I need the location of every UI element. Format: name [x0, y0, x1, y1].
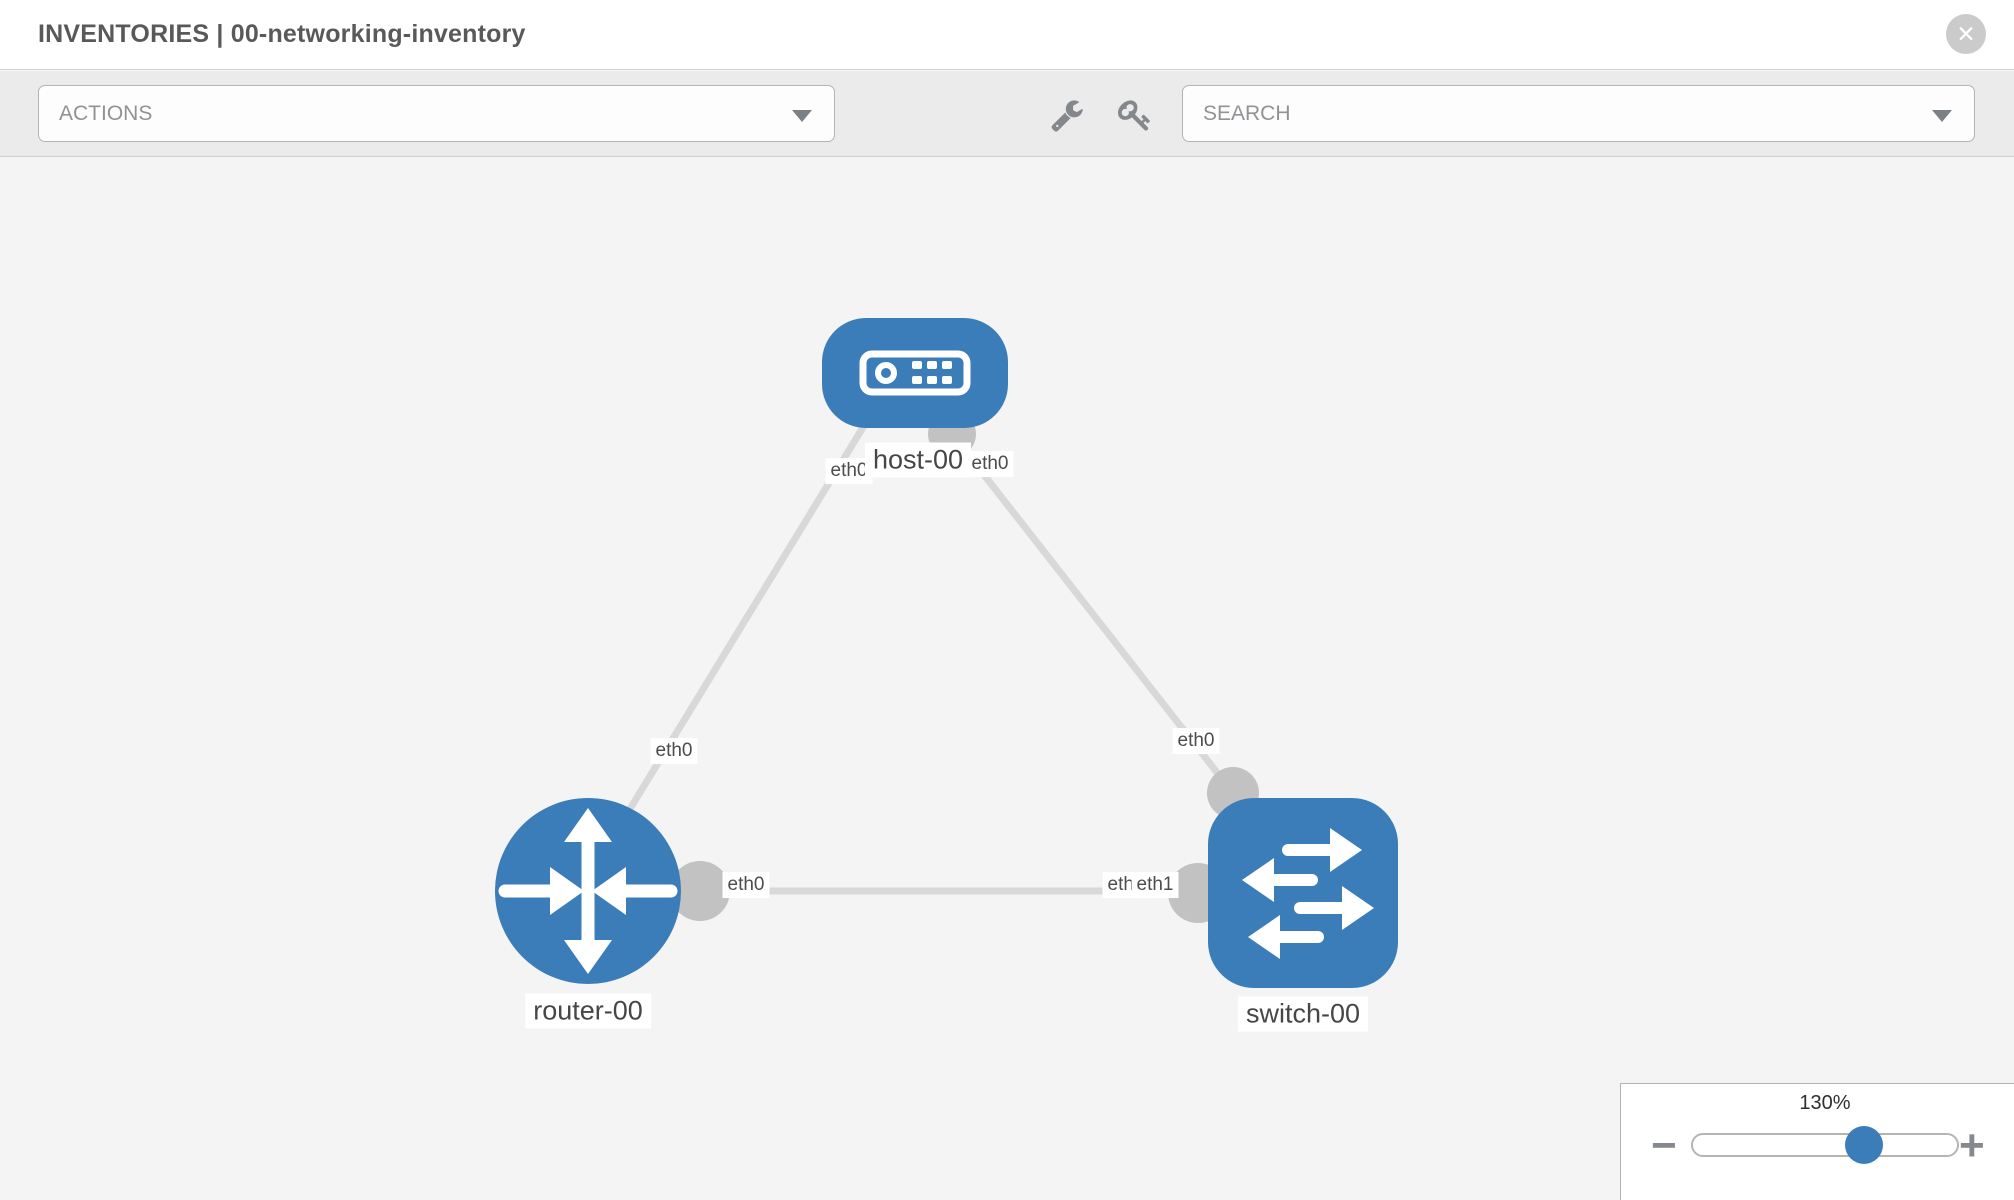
node-label-host: host-00	[864, 442, 972, 478]
zoom-level: 130%	[1799, 1092, 1851, 1114]
interface-label: eth1	[1131, 872, 1179, 898]
wrench-icon[interactable]	[1050, 98, 1084, 132]
interface-label: eth0	[966, 451, 1014, 477]
node-label-router: router-00	[525, 993, 651, 1029]
search-dropdown[interactable]: SEARCH	[1182, 85, 1975, 142]
node-label-switch: switch-00	[1237, 996, 1369, 1032]
breadcrumb-divider: |	[209, 20, 231, 48]
node-switch-00[interactable]	[1208, 798, 1398, 988]
host-icon	[859, 350, 971, 396]
zoom-slider-track[interactable]	[1691, 1133, 1959, 1157]
interface-label: eth0	[722, 872, 770, 898]
breadcrumb-inventories[interactable]: INVENTORIES	[38, 20, 210, 48]
page-title-inventory-name: 00-networking-inventory	[230, 20, 526, 48]
topology-canvas[interactable]: eth0 eth0 host-00 eth0 eth0 eth0 eth1 et…	[0, 158, 2014, 1200]
connector-router-eth0	[670, 861, 730, 921]
interface-label: eth0	[825, 458, 873, 484]
minus-icon[interactable]: −	[1651, 1121, 1677, 1170]
caret-down-icon	[792, 110, 812, 122]
search-dropdown-label: SEARCH	[1203, 101, 1291, 125]
switch-icon	[1242, 828, 1374, 959]
toolbar: ACTIONS SEARCH	[0, 71, 2014, 157]
close-icon[interactable]: ✕	[1946, 14, 1986, 54]
zoom-slider-thumb[interactable]	[1845, 1126, 1883, 1164]
interface-label: eth0	[1172, 728, 1220, 754]
router-icon	[498, 808, 678, 974]
node-router-00[interactable]	[495, 798, 681, 984]
link-host-router	[597, 422, 868, 860]
plus-icon[interactable]: +	[1959, 1121, 1985, 1170]
actions-dropdown-label: ACTIONS	[59, 101, 153, 125]
key-icon[interactable]	[1118, 98, 1152, 132]
caret-down-icon	[1932, 110, 1952, 122]
zoom-panel: 130% − +	[1620, 1083, 2014, 1200]
node-host-00[interactable]	[822, 318, 1008, 428]
topology-graph	[495, 318, 1398, 988]
breadcrumb: INVENTORIES | 00-networking-inventory	[38, 20, 526, 49]
header: INVENTORIES | 00-networking-inventory ✕	[0, 0, 2014, 70]
actions-dropdown[interactable]: ACTIONS	[38, 85, 835, 142]
interface-label: eth0	[650, 738, 698, 764]
